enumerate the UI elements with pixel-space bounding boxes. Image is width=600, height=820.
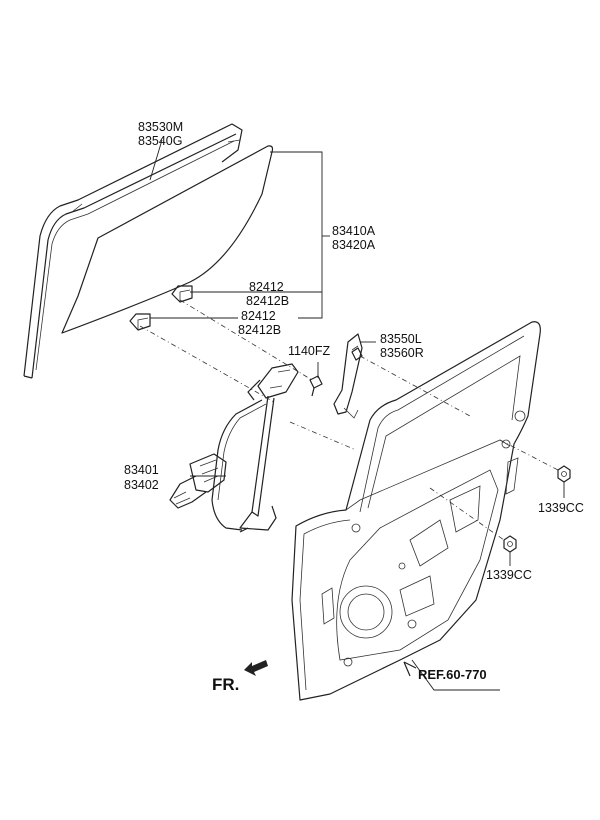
label-channel-line1: 83550L [380, 332, 422, 346]
label-regulator-line1: 83401 [124, 463, 159, 477]
label-front-direction: FR. [212, 675, 239, 694]
leader-lines [139, 139, 565, 691]
label-nut-lower: 1339CC [486, 568, 532, 582]
label-channel-line2: 83560R [380, 346, 424, 360]
bolt [309, 375, 323, 397]
reference-arrow [403, 661, 417, 677]
label-nut-upper: 1339CC [538, 501, 584, 515]
door-glass [61, 145, 274, 334]
label-regulator-line2: 83402 [124, 478, 159, 492]
label-door-glass-line1: 83410A [332, 224, 376, 238]
glass-run-channel [23, 123, 243, 379]
glass-clip-lower [129, 313, 151, 331]
rear-lower-channel [333, 333, 363, 419]
rear-door-panel [291, 321, 541, 701]
label-glass-run-line1: 83530M [138, 120, 183, 134]
label-clip-lower-line2: 82412B [238, 323, 281, 337]
label-clip-lower-line1: 82412 [241, 309, 276, 323]
nut-upper [557, 465, 571, 483]
front-direction-arrow-icon [244, 660, 268, 676]
window-regulator [169, 363, 299, 533]
label-glass-run-line2: 83540G [138, 134, 182, 148]
nut-lower [503, 535, 517, 553]
label-clip-upper-line1: 82412 [249, 280, 284, 294]
label-door-glass-line2: 83420A [332, 238, 376, 252]
label-bolt: 1140FZ [288, 344, 331, 358]
label-clip-upper-line2: 82412B [246, 294, 289, 308]
label-reference: REF.60-770 [418, 667, 487, 682]
